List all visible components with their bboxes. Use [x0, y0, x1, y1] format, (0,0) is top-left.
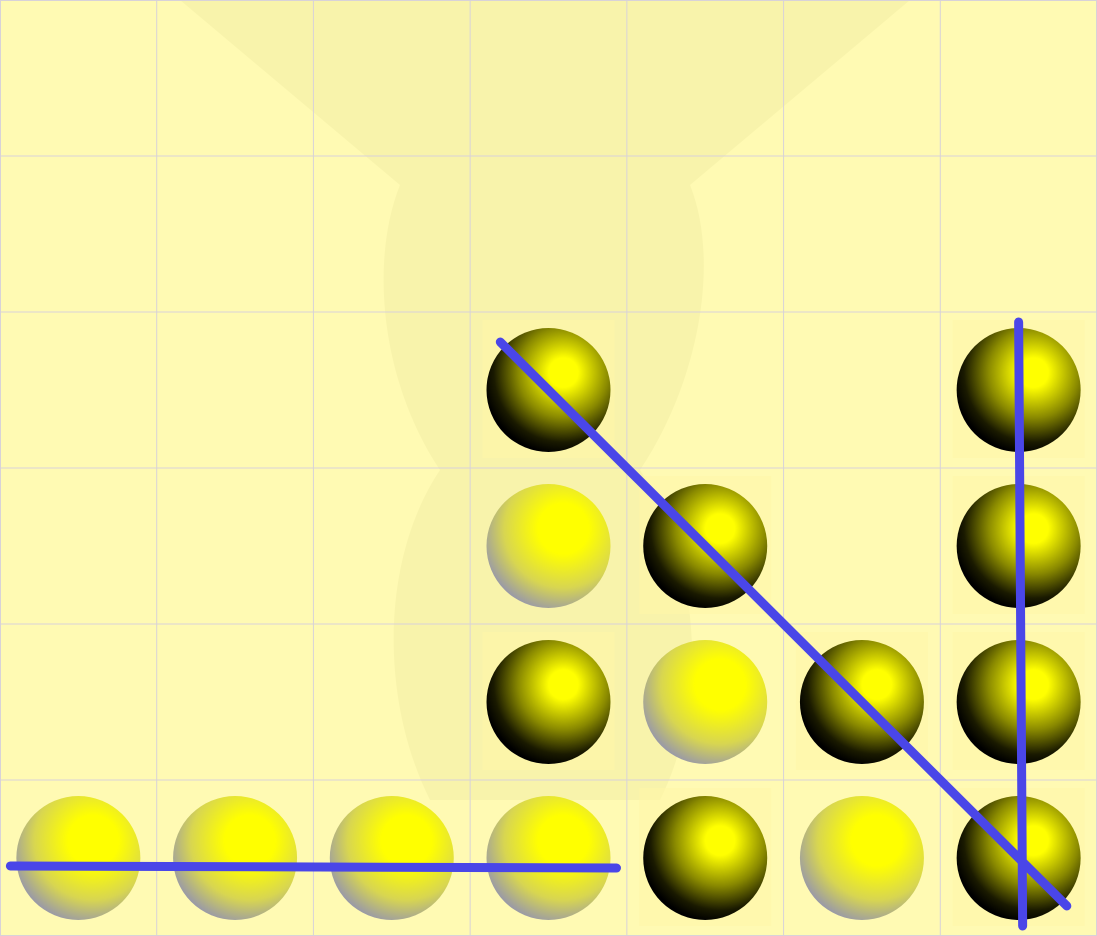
board-cell[interactable] — [158, 625, 313, 779]
board-cell[interactable] — [628, 157, 783, 311]
board-cell[interactable] — [1, 625, 156, 779]
light-disc — [799, 796, 924, 920]
board-cell[interactable] — [941, 1, 1096, 155]
board-cell[interactable] — [158, 1, 313, 155]
dark-disc — [486, 640, 611, 764]
light-disc-icon — [643, 640, 768, 764]
light-disc — [486, 796, 611, 920]
board-cell[interactable] — [785, 313, 940, 467]
board-cell[interactable] — [314, 157, 469, 311]
light-disc-icon — [799, 796, 924, 920]
light-disc-icon — [16, 796, 141, 920]
light-disc — [16, 796, 141, 920]
board-cell[interactable] — [314, 313, 469, 467]
board-cell[interactable] — [1, 469, 156, 623]
dark-disc — [643, 796, 768, 920]
board-cell[interactable] — [158, 469, 313, 623]
winning-lines-layer — [5, 317, 1072, 931]
board-cell[interactable] — [314, 1, 469, 155]
board-cell[interactable] — [785, 1, 940, 155]
light-disc — [173, 796, 298, 920]
board-cell[interactable] — [314, 625, 469, 779]
dark-disc-icon — [482, 632, 615, 770]
board-cell[interactable] — [785, 157, 940, 311]
light-disc-icon — [173, 796, 298, 920]
board-cell[interactable] — [941, 157, 1096, 311]
board-cell[interactable] — [785, 469, 940, 623]
win-line-vertical — [1014, 317, 1028, 931]
board-cell[interactable] — [1, 157, 156, 311]
board-cell[interactable] — [158, 157, 313, 311]
board-cell[interactable] — [314, 469, 469, 623]
board-cell[interactable] — [628, 313, 783, 467]
win-line-horizontal — [5, 861, 621, 873]
light-disc-icon — [486, 484, 611, 608]
board-cell[interactable] — [1, 313, 156, 467]
light-disc-icon — [329, 796, 454, 920]
board-cell[interactable] — [1, 1, 156, 155]
light-disc-icon — [486, 796, 611, 920]
dark-disc-icon — [639, 788, 772, 926]
win-line-diagonal — [495, 337, 1072, 911]
light-disc — [329, 796, 454, 920]
light-disc — [643, 640, 768, 764]
board-cell[interactable] — [471, 157, 626, 311]
board-cell[interactable] — [471, 1, 626, 155]
board-cell[interactable] — [628, 1, 783, 155]
light-disc — [486, 484, 611, 608]
board-cell[interactable] — [158, 313, 313, 467]
